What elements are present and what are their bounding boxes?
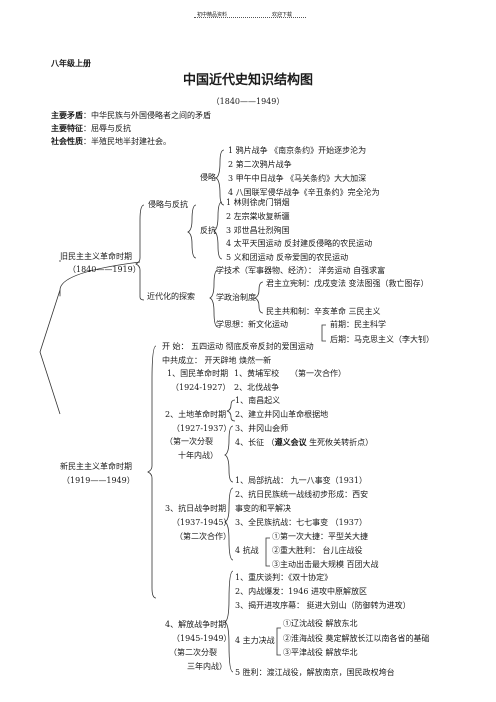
thought-early: 前期：民主科学 xyxy=(330,320,386,329)
phase3-years: （1937-1945） xyxy=(172,518,232,527)
page-subtitle: （1840——1949） xyxy=(211,97,285,106)
phase2-civil-war: 十年内战） xyxy=(178,451,218,460)
phase3-victory-1: ①第一次大捷：平型关大捷 xyxy=(272,532,368,541)
new-era-label: 新民主主义革命时期 xyxy=(60,462,132,471)
invasion-label: 侵略 xyxy=(200,173,216,182)
phase3-victory-2: ②重大胜利： 台儿庄战役 xyxy=(272,546,363,555)
phase3-cooperation: （第二次合作） xyxy=(175,532,231,541)
summary-social-nature: 社会性质：半殖民地半封建社会。 xyxy=(51,136,171,146)
page-title: 中国近代史知识结构图 xyxy=(182,73,313,88)
invasion-item-1: 1 鸦片战争 《南京条约》开始逐步沦为 xyxy=(228,146,367,155)
learn-thought-label: 学思想：新文化运动 xyxy=(216,320,288,329)
phase4-battle-3: ③平津战役 解放华北 xyxy=(283,648,358,657)
summary-main-contradiction: 主要矛盾：中华民族与外国侵略者之间的矛盾 xyxy=(51,110,211,120)
phase1-note: （第一次合作） xyxy=(290,369,346,378)
constitutional-monarchy: 君主立宪制：戊戌变法 变法图强（救亡图存） xyxy=(266,279,429,288)
phase4-item-3: 3、揭开进攻序幕： 挺进大别山（防御转为进攻） xyxy=(235,601,411,610)
old-era-years: （1840——1919） xyxy=(68,265,141,274)
phase4-item-5: 5 胜利：渡江战役，解放南京，国民政权垮台 xyxy=(235,668,395,677)
phase2-years: （1927-1937） xyxy=(172,424,232,433)
learn-technology: 学技术（军事器物、经济）： 洋务运动 自强求富 xyxy=(216,266,386,275)
header-left: 初中精品资料 xyxy=(197,12,228,18)
phase3-title: 3、抗日战争时期 xyxy=(165,504,227,513)
phase3-item-3: 3、全民族抗战：七七事变 （1937） xyxy=(235,518,367,527)
phase1-years: （1924-1927） xyxy=(171,383,231,392)
phase2-split: （第一次分裂 xyxy=(165,437,213,446)
phase2-item-1: 1、南昌起义 xyxy=(235,396,281,405)
phase3-victory-label: 4 抗战 xyxy=(235,546,259,555)
phase4-battle-2: ②淮海战役 奠定解放长江以南各省的基础 xyxy=(283,634,430,643)
invasion-item-3: 3 甲午中日战争 《马关条约》大大加深 xyxy=(228,174,367,183)
phase2-title: 2、土地革命时期 xyxy=(165,410,227,419)
resistance-item-1: 1 林则徐虎门销烟 xyxy=(226,198,290,207)
phase1-item-2: 2、北伐战争 xyxy=(234,383,280,392)
resistance-item-2: 2 左宗棠收复新疆 xyxy=(226,212,290,221)
phase4-civil-war: 三年内战） xyxy=(187,662,227,671)
new-era-start: 开 始： 五四运动 彻底反帝反封的爱国运动 xyxy=(162,342,314,351)
phase1-item-1: 1、黄埔军校 xyxy=(234,369,280,378)
phase4-item-1: 1、重庆谈判：《双十协定》 xyxy=(235,573,333,582)
phase4-split: （第二次分裂 xyxy=(169,648,217,657)
header-underline xyxy=(194,17,306,18)
phase2-item-4: 4、长征 （遵义会议 生死攸关转折点） xyxy=(235,437,374,447)
phase3-item-2: 2、抗日民族统一战线初步形成：西安 xyxy=(235,490,369,499)
phase3-item-2-cont: 事变的和平解决 xyxy=(235,504,291,513)
learn-politics-label: 学政治制度 xyxy=(216,293,256,302)
phase2-item-3: 3、井冈山会师 xyxy=(235,424,289,433)
democratic-republic: 民主共和制：辛亥革命 三民主义 xyxy=(266,307,381,316)
modernization-label: 近代化的探索 xyxy=(147,292,195,301)
invasion-item-2: 2 第二次鸦片战争 xyxy=(228,160,292,169)
phase3-item-1: 1、局部抗战： 九一八事变（1931） xyxy=(235,476,367,485)
resistance-item-4: 4 太平天国运动 反封建反侵略的农民运动 xyxy=(226,239,373,248)
phase4-years: （1945-1949） xyxy=(172,634,232,643)
invasion-resistance-label: 侵略与反抗 xyxy=(148,200,188,209)
resistance-label: 反抗 xyxy=(200,226,216,235)
phase4-battle-1: ①辽沈战役 解放东北 xyxy=(283,619,358,628)
phase1-title: 1、国民革命时期 xyxy=(167,369,229,378)
phase3-victory-3: ③主动出击最大规模 百团大战 xyxy=(272,560,379,569)
resistance-item-5: 5 义和团运动 反帝爱国的农民运动 xyxy=(226,253,349,262)
summary-main-feature: 主要特征：屈辱与反抗 xyxy=(51,123,131,133)
phase4-title: 4、解放战争时期 xyxy=(165,620,227,629)
new-era-years: （1919——1949） xyxy=(62,476,135,485)
header-right: 欢迎下载 xyxy=(272,12,293,18)
phase4-decisive-label: 4 主力决战 xyxy=(235,636,275,645)
phase4-item-2: 2、内战爆发：1946 进攻中原解放区 xyxy=(235,587,367,596)
resistance-item-3: 3 邓世昌壮烈殉国 xyxy=(226,226,290,235)
grade-label: 八年级上册 xyxy=(51,58,91,68)
old-era-label: 旧民主主义革命时期 xyxy=(60,252,132,261)
phase2-item-2: 2、建立井冈山革命根据地 xyxy=(235,410,329,419)
ccp-founding: 中共成立： 开天辟地 焕然一新 xyxy=(162,356,272,365)
thought-late: 后期：马克思主义（李大钊） xyxy=(330,335,434,344)
invasion-item-4: 4 八国联军侵华战争《辛丑条约》完全沦为 xyxy=(228,188,380,197)
